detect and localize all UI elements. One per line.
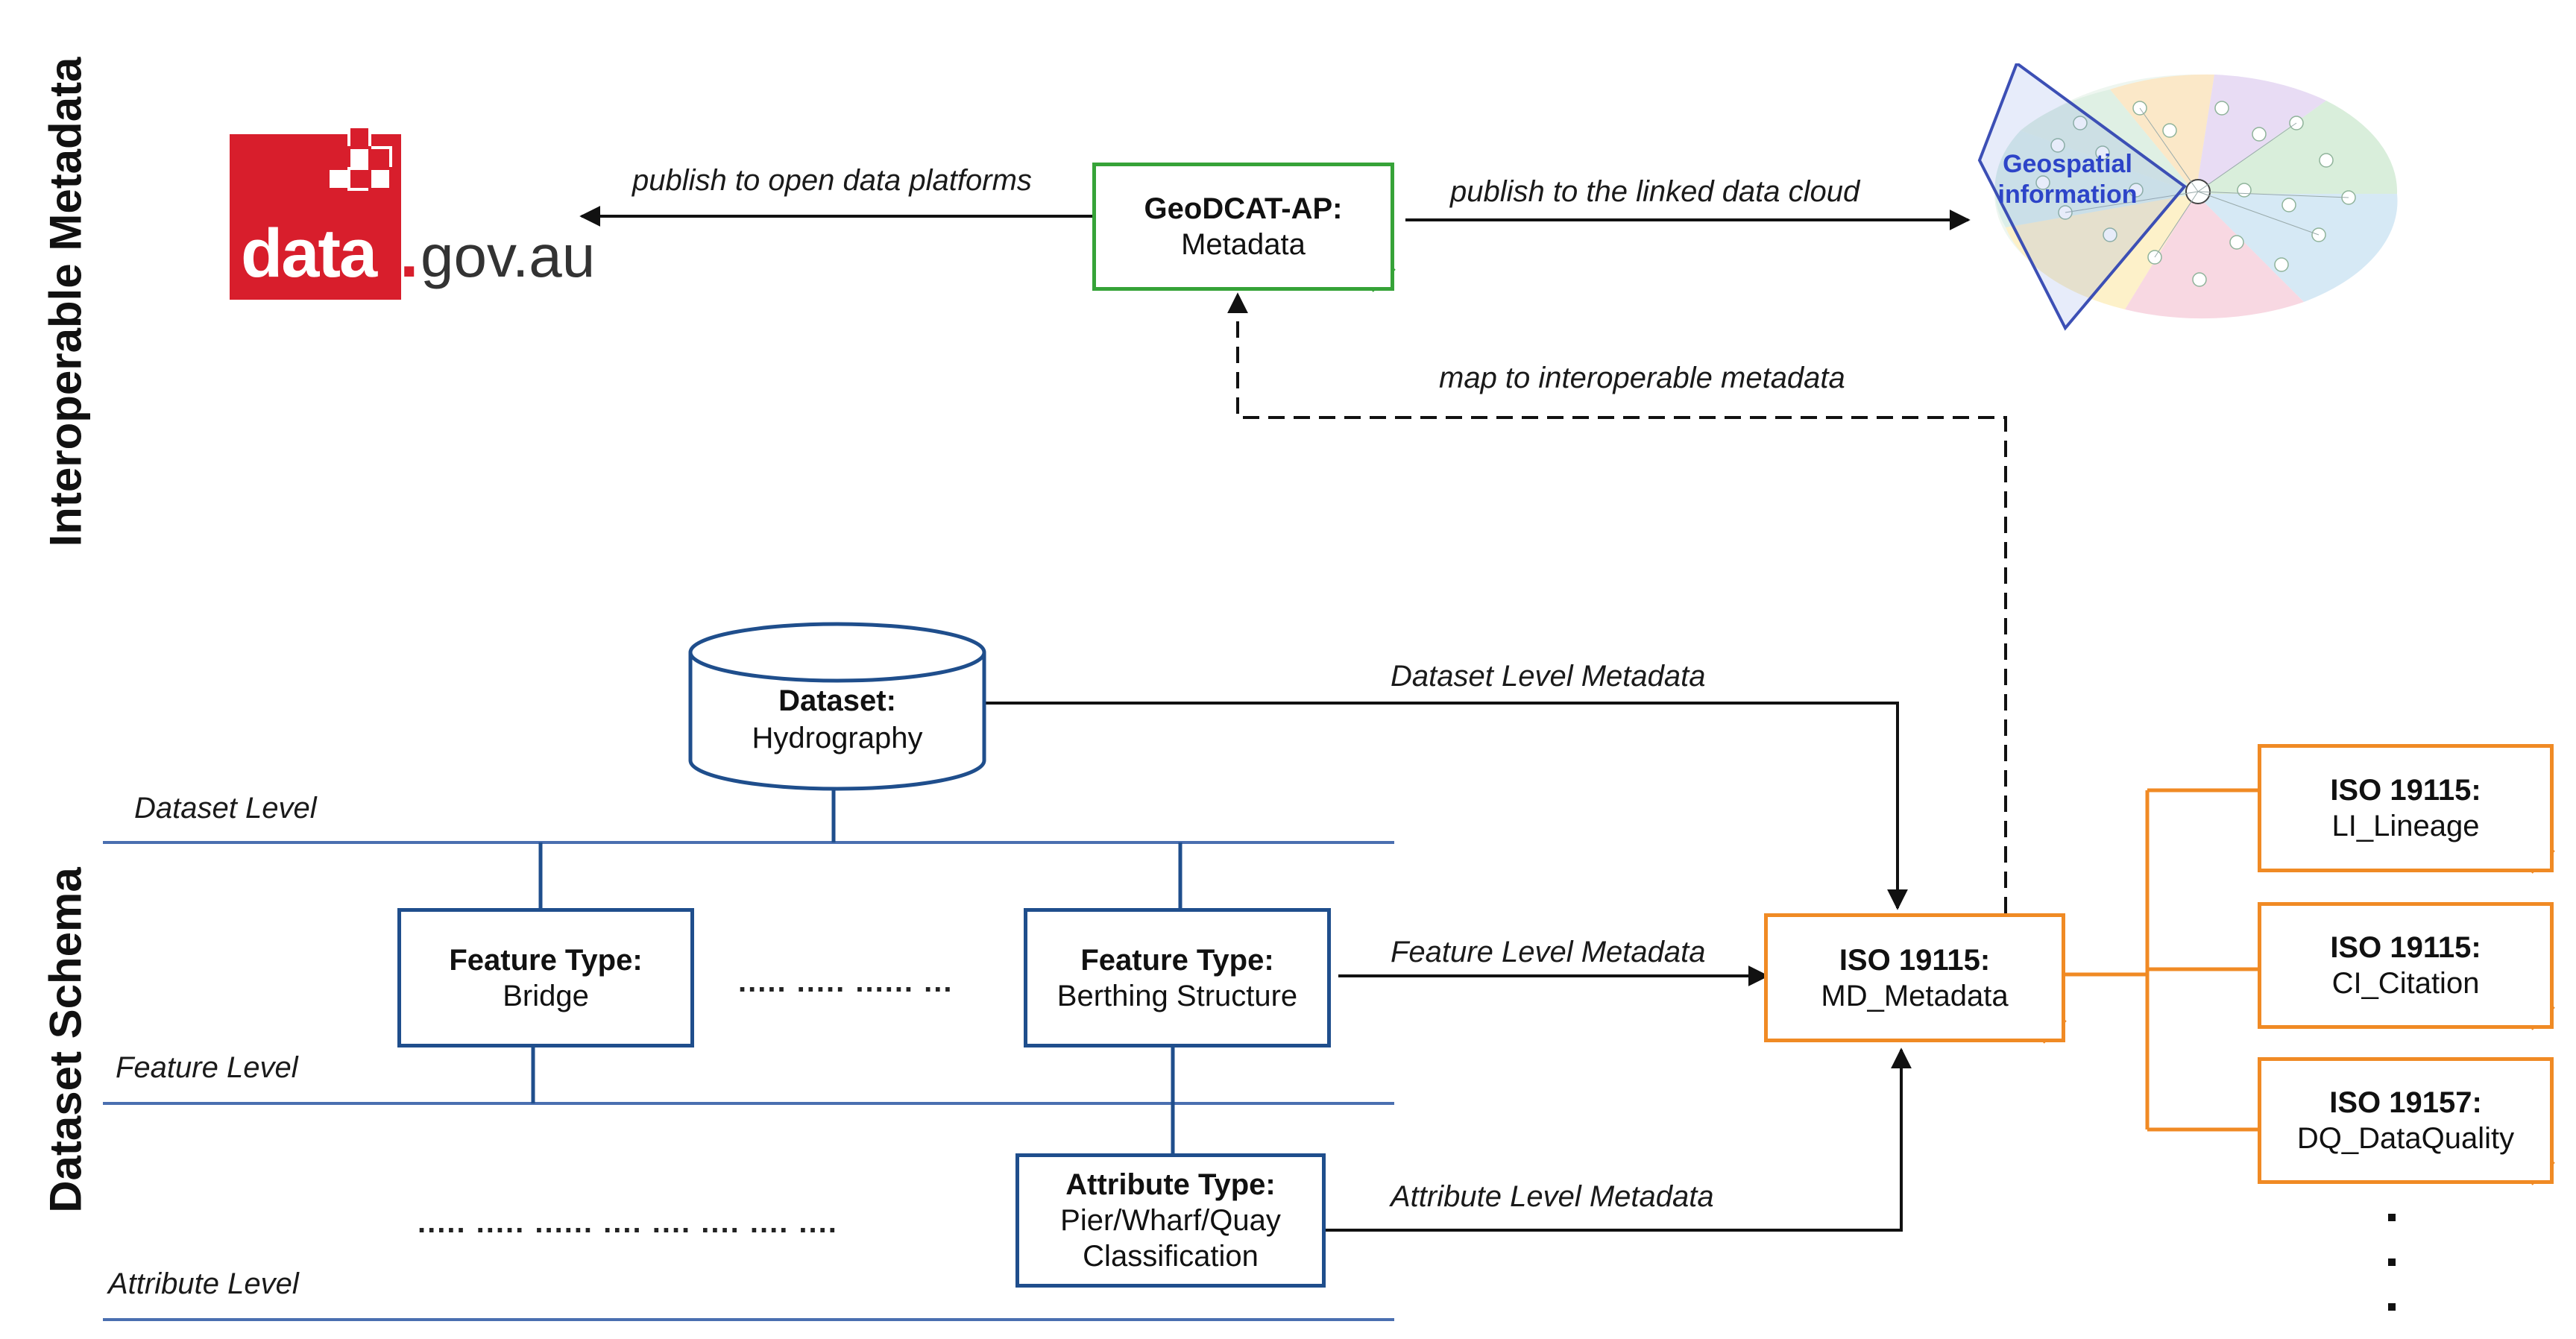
dataset-subtitle: Hydrography — [752, 722, 923, 754]
label-publish-linked: publish to the linked data cloud — [1450, 175, 1860, 208]
attribute-line2: Classification — [1083, 1240, 1259, 1273]
label-publish-open: publish to open data platforms — [632, 164, 1032, 197]
attribute-type-box[interactable]: Attribute Type: Pier/Wharf/Quay Classifi… — [1015, 1153, 1326, 1288]
label-map-interop: map to interoperable metadata — [1439, 362, 1845, 394]
logo-text-data: data — [241, 215, 377, 292]
feature-bridge-subtitle: Bridge — [503, 979, 589, 1012]
dataset-title: Dataset: — [778, 684, 896, 717]
dataset-cylinder — [688, 622, 986, 791]
feature-dots: ..... ..... ...... ... — [738, 965, 954, 998]
edge-dataset-md — [984, 702, 1908, 910]
feature-type-berthing[interactable]: Feature Type: Berthing Structure — [1024, 908, 1331, 1047]
level-label-dataset: Dataset Level — [134, 792, 317, 825]
label-feature-md: Feature Level Metadata — [1391, 936, 1706, 968]
feature-bridge-title: Feature Type: — [449, 943, 643, 977]
feature-type-bridge[interactable]: Feature Type: Bridge — [397, 908, 694, 1047]
iso-citation-box[interactable]: ISO 19115: CI_Citation — [2258, 902, 2554, 1029]
citation-title: ISO 19115: — [2330, 931, 2481, 964]
logo-grid-icon — [327, 127, 392, 191]
dataset-hydrography[interactable]: Dataset: Hydrography — [690, 682, 984, 757]
iso-dataquality-box[interactable]: ISO 19157: DQ_DataQuality — [2258, 1057, 2554, 1184]
md-subtitle: MD_Metadata — [1821, 979, 2009, 1012]
level-label-attribute: Attribute Level — [108, 1267, 299, 1300]
citation-subtitle: CI_Citation — [2331, 967, 2480, 1000]
side-label-interoperable: Interoperable Metadata — [40, 57, 91, 547]
lineage-title: ISO 19115: — [2330, 774, 2481, 807]
lineage-subtitle: LI_Lineage — [2331, 810, 2480, 842]
logo-text-dot: . — [400, 215, 419, 292]
md-title: ISO 19115: — [1839, 943, 1991, 977]
iso-more-dots — [2388, 1214, 2396, 1311]
edge-attribute-md — [1326, 1047, 1912, 1232]
dq-title: ISO 19157: — [2329, 1086, 2482, 1119]
geodcat-metadata-box[interactable]: GeoDCAT-AP: Metadata — [1092, 163, 1394, 291]
attribute-title: Attribute Type: — [1065, 1168, 1276, 1201]
iso-lineage-box[interactable]: ISO 19115: LI_Lineage — [2258, 744, 2554, 872]
attribute-dots: ..... ..... ...... .... .... .... .... .… — [418, 1206, 838, 1239]
lod-geospatial-label: Geospatial information — [1997, 150, 2138, 209]
logo-text-gov: gov.au — [421, 223, 596, 289]
label-dataset-md: Dataset Level Metadata — [1391, 660, 1706, 693]
feature-berthing-title: Feature Type: — [1080, 943, 1274, 977]
linked-data-cloud-image[interactable] — [1976, 63, 2408, 343]
dq-subtitle: DQ_DataQuality — [2296, 1122, 2515, 1155]
geodcat-subtitle: Metadata — [1181, 228, 1306, 261]
level-label-feature: Feature Level — [116, 1051, 298, 1084]
label-attribute-md: Attribute Level Metadata — [1391, 1180, 1714, 1213]
edge-map-interop — [1227, 292, 2007, 913]
attribute-line1: Pier/Wharf/Quay — [1060, 1204, 1281, 1237]
feature-berthing-subtitle: Berthing Structure — [1056, 979, 1298, 1012]
geodcat-title: GeoDCAT-AP: — [1144, 192, 1343, 225]
data-gov-au-logo[interactable]: data . gov.au — [230, 127, 595, 300]
side-label-dataset-schema: Dataset Schema — [40, 867, 91, 1213]
iso-md-metadata-box[interactable]: ISO 19115: MD_Metadata — [1764, 913, 2065, 1042]
